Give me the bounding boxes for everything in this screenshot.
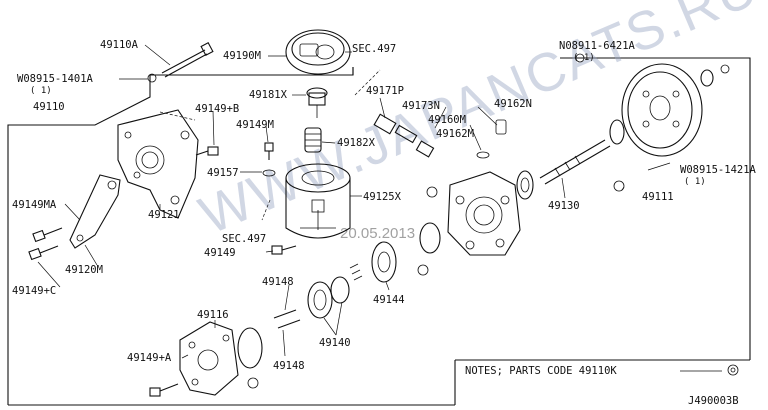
oil-reservoir-illustration	[285, 163, 351, 239]
label-49173n: 49173N	[402, 100, 440, 112]
label-49149ma: 49149MA	[12, 199, 57, 211]
label-49149-b: 49149+B	[195, 103, 239, 115]
mounting-bolt-illustration	[147, 41, 214, 83]
label-49149-c: 49149+C	[12, 285, 56, 297]
label-08911-6421a: N08911-6421A	[559, 40, 636, 52]
pump-pulley-illustration	[575, 53, 730, 157]
label-49149m: 49149M	[236, 119, 274, 131]
reservoir-cap-illustration	[285, 29, 351, 75]
label-08915-1421a-qty: ( 1)	[684, 177, 706, 187]
diagram-code: J490003B	[688, 395, 739, 407]
label-49144: 49144	[373, 294, 405, 306]
label-49125x: 49125X	[363, 191, 402, 203]
pump-body-illustration	[447, 170, 534, 256]
label-sec497-mid: SEC.497	[222, 233, 266, 245]
label-49140: 49140	[319, 337, 351, 349]
pump-bracket-illustration	[117, 109, 199, 219]
label-49162m: 49162M	[436, 128, 474, 140]
label-49149: 49149	[204, 247, 236, 259]
small-bolts-illustration	[28, 142, 297, 261]
part-labels: 49110A 49190M SEC.497 N08911-6421A ( 1) …	[12, 39, 757, 372]
label-49162n: 49162N	[494, 98, 532, 110]
label-49110a: 49110A	[100, 39, 139, 51]
label-sec497-top: SEC.497	[352, 43, 396, 55]
rotor-cam-set-illustration	[273, 263, 363, 329]
watermark-date: 20.05.2013	[340, 225, 415, 242]
reservoir-filter-illustration	[304, 87, 328, 153]
label-49157: 49157	[207, 167, 239, 179]
label-49111: 49111	[642, 191, 674, 203]
label-49148-bottom: 49148	[273, 360, 305, 372]
label-49190m: 49190M	[223, 50, 261, 62]
label-49120m: 49120M	[65, 264, 103, 276]
watermark-text: WWW.JAPANCATS.RU	[191, 0, 767, 246]
label-49110: 49110	[33, 101, 65, 113]
flow-control-valve-illustration	[373, 113, 507, 159]
seal-rings-illustration	[371, 186, 441, 283]
label-08915-1401a: W08915-1401A	[17, 73, 94, 85]
label-49148-top: 49148	[262, 276, 294, 288]
notes-text: NOTES; PARTS CODE 49110K	[465, 365, 617, 377]
label-49149-a: 49149+A	[127, 352, 172, 364]
label-49182x: 49182X	[337, 137, 376, 149]
notes-box: NOTES; PARTS CODE 49110K	[465, 364, 739, 377]
label-49171p: 49171P	[366, 85, 404, 97]
pump-cover-illustration	[149, 321, 263, 397]
label-49130: 49130	[548, 200, 580, 212]
label-49121: 49121	[148, 209, 180, 221]
pump-shaft-illustration	[539, 119, 625, 192]
pump-stay-illustration	[69, 174, 121, 249]
label-49116: 49116	[197, 309, 229, 321]
label-08915-1421a: W08915-1421A	[680, 164, 757, 176]
assembly-frame	[7, 57, 751, 406]
label-49181x: 49181X	[249, 89, 288, 101]
label-49160m: 49160M	[428, 114, 466, 126]
leader-lines	[37, 44, 671, 359]
label-08915-1401a-qty: ( 1)	[30, 86, 52, 96]
label-08911-qty: ( 1)	[573, 53, 595, 63]
